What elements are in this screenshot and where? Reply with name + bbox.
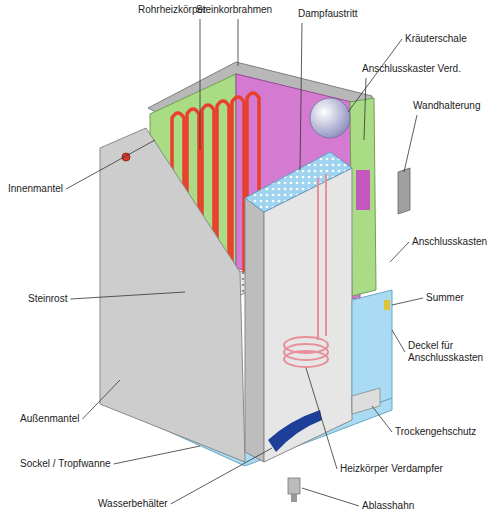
leader-line	[82, 380, 120, 419]
buzzer	[384, 300, 390, 310]
evaporator-heater	[318, 174, 326, 340]
herb-bowl	[310, 98, 350, 138]
evaporator-front	[264, 168, 352, 462]
leader-line	[306, 368, 337, 469]
part-label: Sockel / Tropfwanne	[20, 458, 111, 470]
evaporator-heater-coil	[284, 337, 328, 367]
outer-mantle	[100, 128, 245, 462]
part-label: Summer	[426, 292, 464, 304]
dry-run-protection	[352, 388, 380, 414]
leader-line	[372, 406, 392, 432]
magenta-strip	[356, 170, 370, 210]
part-label: Steinkorbrahmen	[196, 4, 272, 16]
leader-line	[114, 446, 200, 464]
part-label: Ablasshahn	[362, 500, 414, 512]
leader-line	[392, 298, 423, 305]
leader-line	[390, 242, 409, 262]
part-label: Deckel für Anschlusskasten	[408, 340, 496, 364]
heater-tube	[232, 97, 244, 280]
evaporator-side	[245, 198, 264, 462]
leader-line	[348, 39, 402, 112]
evaporator-connection-box	[350, 98, 376, 296]
leader-line	[238, 19, 239, 66]
part-label: Innenmantel	[8, 183, 63, 195]
drain-tap	[288, 478, 300, 494]
part-label: Steinrost	[28, 293, 67, 305]
leader-line	[171, 448, 272, 504]
part-label: Dampfaustritt	[298, 8, 357, 20]
leader-line	[364, 78, 366, 140]
leader-line	[200, 19, 201, 150]
leader-line	[66, 140, 155, 189]
part-label: Heizkörper Verdampfer	[340, 463, 443, 475]
part-label: Außenmantel	[20, 413, 79, 425]
part-label: Wandhalterung	[413, 100, 480, 112]
steam-outlet	[245, 152, 352, 212]
part-label: Kräuterschale	[405, 33, 467, 45]
water-container	[268, 410, 322, 452]
leader-line	[302, 488, 359, 506]
leader-line	[392, 330, 405, 352]
leader-line	[300, 23, 302, 170]
drain-tap-spout	[291, 494, 297, 502]
part-label: Wasserbehälter	[98, 498, 168, 510]
part-label: Trockengehschutz	[395, 426, 476, 438]
wall-bracket	[398, 168, 410, 214]
leader-line	[404, 115, 417, 172]
part-label: Anschlusskasten	[412, 236, 487, 248]
leader-line	[70, 292, 185, 299]
part-label: Anschlusskaster Verd.	[362, 63, 461, 75]
